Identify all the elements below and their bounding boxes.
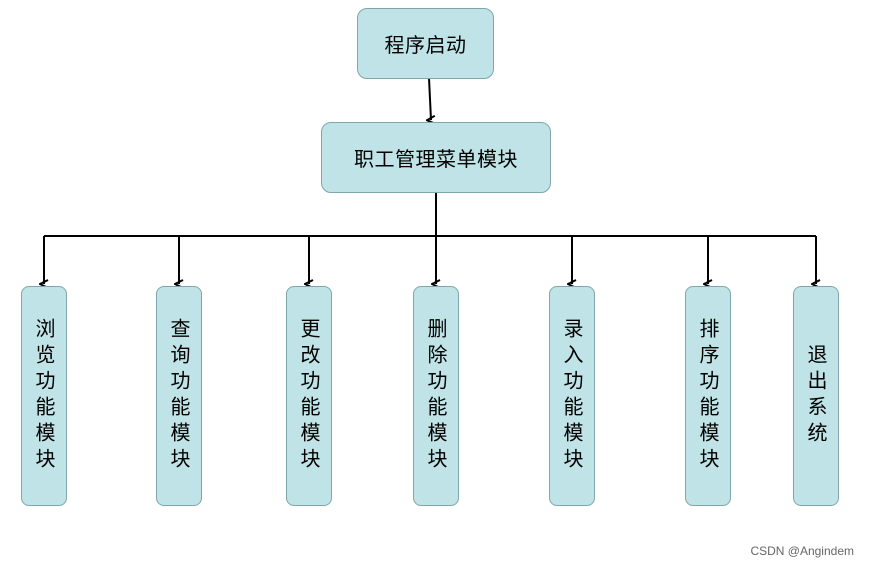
watermark-text: CSDN @Angindem: [750, 544, 854, 558]
menu-node: 职工管理菜单模块: [321, 122, 551, 193]
module-exit: 退出系统: [793, 286, 839, 506]
module-delete: 删除功能模块: [413, 286, 459, 506]
module-input: 录入功能模块: [549, 286, 595, 506]
module-browse: 浏览功能模块: [21, 286, 67, 506]
module-change: 更改功能模块: [286, 286, 332, 506]
root-node: 程序启动: [357, 8, 494, 79]
connector-root-to-menu: [429, 77, 431, 120]
module-sort: 排序功能模块: [685, 286, 731, 506]
module-query: 查询功能模块: [156, 286, 202, 506]
